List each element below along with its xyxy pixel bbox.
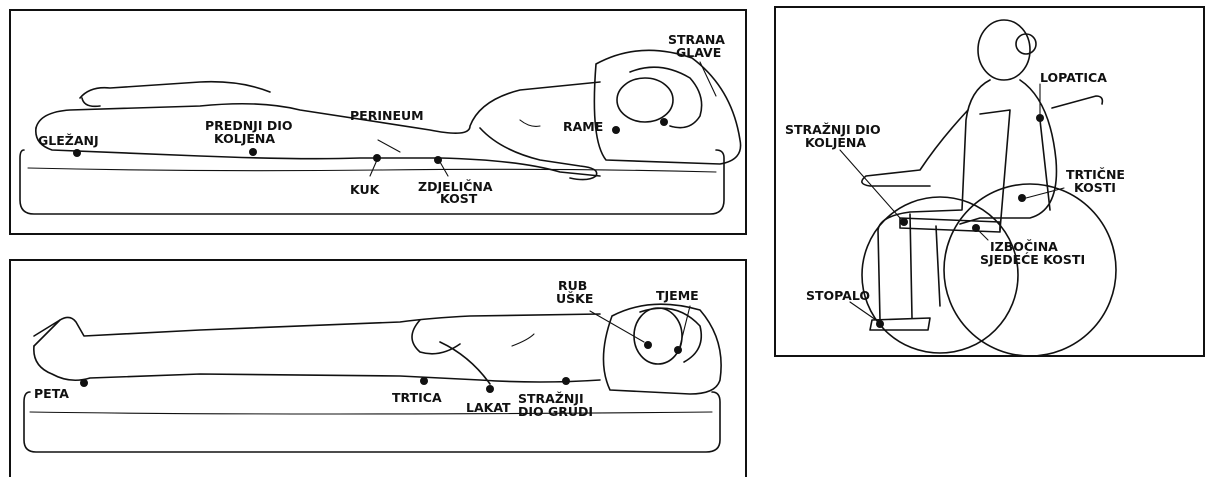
label-glave: GLAVE bbox=[676, 45, 721, 60]
label-trtica: TRTICA bbox=[392, 390, 442, 405]
dot-strazni-dio-grudi bbox=[562, 377, 570, 385]
label-peta: PETA bbox=[34, 386, 69, 401]
dot-strazni-dio-koljena bbox=[900, 218, 908, 226]
wheelchair bbox=[862, 96, 1116, 356]
panel-side-lying: STRANA GLAVE GLEŽANJ PREDNJI DIO KOLJENA… bbox=[10, 10, 746, 234]
label-sjedece-kosti: SJEDEĆE KOSTI bbox=[980, 252, 1085, 267]
label-tjeme: TJEME bbox=[656, 288, 699, 303]
supine-pillow bbox=[603, 304, 721, 394]
label-uske: UŠKE bbox=[556, 291, 593, 306]
label-gleznaj: GLEŽANJ bbox=[38, 133, 99, 148]
dot-rub-uske bbox=[644, 341, 652, 349]
label-perineum: PERINEUM bbox=[350, 108, 424, 123]
dot-peta bbox=[80, 379, 88, 387]
dot-trticne-kosti bbox=[1018, 194, 1026, 202]
dot-prednji-dio-koljena bbox=[249, 148, 257, 156]
label-rame: RAME bbox=[563, 119, 603, 134]
label-kosti: KOSTI bbox=[1074, 180, 1116, 195]
panel-seated: LOPATICA STRAŽNJI DIO KOLJENA TRTIČNE KO… bbox=[775, 7, 1204, 356]
dot-lakat bbox=[486, 385, 494, 393]
label-lopatica: LOPATICA bbox=[1040, 70, 1107, 85]
dot-rame bbox=[612, 126, 620, 134]
dot-stopalo bbox=[876, 320, 884, 328]
dot-trtica bbox=[420, 377, 428, 385]
supine-mattress bbox=[24, 392, 720, 452]
label-dio-grudi: DIO GRUDI bbox=[518, 404, 593, 419]
side-lying-pillow bbox=[594, 50, 740, 164]
supine-body bbox=[34, 308, 701, 384]
label-koljena: KOLJENA bbox=[214, 131, 275, 146]
dot-gleznaj bbox=[73, 149, 81, 157]
supine-frame bbox=[10, 260, 746, 477]
label-kost: KOST bbox=[440, 191, 478, 206]
panel-supine: RUB UŠKE TJEME PETA TRTICA LAKAT STRAŽNJ… bbox=[10, 260, 746, 477]
label-lakat: LAKAT bbox=[466, 400, 511, 415]
label-koljena-seated: KOLJENA bbox=[805, 135, 866, 150]
seated-frame bbox=[775, 7, 1204, 356]
dot-lopatica bbox=[1036, 114, 1044, 122]
seated-person bbox=[862, 20, 1057, 320]
label-stopalo: STOPALO bbox=[806, 288, 870, 303]
dot-tjeme bbox=[674, 346, 682, 354]
label-kuk: KUK bbox=[350, 182, 381, 197]
dot-strana-glave bbox=[660, 118, 668, 126]
